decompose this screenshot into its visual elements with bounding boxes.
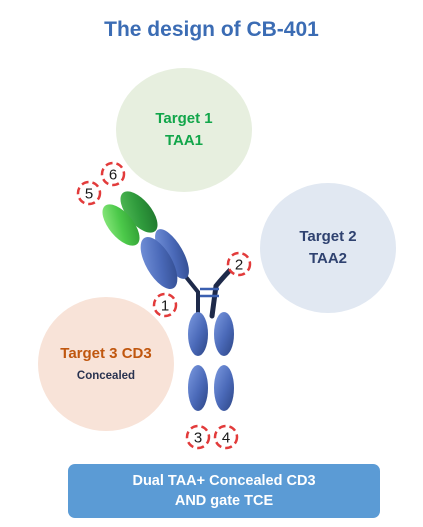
summary-line-2: AND gate TCE xyxy=(174,493,274,509)
fc-domain-lower-right xyxy=(214,365,234,411)
svg-text:3: 3 xyxy=(194,430,202,447)
marker-4: 4 xyxy=(213,424,239,450)
fab-domain-upper xyxy=(155,229,189,279)
target-1-label: Target 1 xyxy=(155,110,213,127)
marker-1: 1 xyxy=(152,292,178,318)
target-1-sublabel: TAA1 xyxy=(164,132,204,149)
target-2-bubble: Target 2 TAA2 xyxy=(260,183,396,313)
marker-5: 5 xyxy=(76,180,102,206)
scfv-domain-dark xyxy=(120,191,158,233)
target-2-sublabel: TAA2 xyxy=(308,250,348,267)
left-hinge-connector xyxy=(180,270,200,316)
fc-domain-upper-right xyxy=(214,312,234,356)
svg-text:2: 2 xyxy=(235,257,243,274)
target-3-bubble: Target 3 CD3 Concealed xyxy=(38,297,174,431)
target-1-bubble: Target 1 TAA1 xyxy=(116,68,252,192)
target-2-label: Target 2 xyxy=(299,228,357,245)
summary-line-1: Dual TAA+ Concealed CD3 xyxy=(132,473,316,489)
target-3-sublabel: Concealed xyxy=(76,370,136,382)
diagram-title: The design of CB-401 xyxy=(104,18,319,41)
fab-domain-lower xyxy=(140,237,178,289)
svg-text:1: 1 xyxy=(161,298,169,315)
summary-box: Dual TAA+ Concealed CD3 AND gate TCE xyxy=(68,464,380,518)
svg-text:4: 4 xyxy=(222,430,230,447)
svg-text:5: 5 xyxy=(85,186,93,203)
marker-3: 3 xyxy=(185,424,211,450)
target-3-label: Target 3 CD3 xyxy=(60,345,152,362)
scfv-domain-light xyxy=(102,204,140,246)
marker-6: 6 xyxy=(100,161,126,187)
marker-2: 2 xyxy=(226,251,252,277)
svg-text:6: 6 xyxy=(109,167,117,184)
fc-domain-upper-left xyxy=(188,312,208,356)
fc-domain-lower-left xyxy=(188,365,208,411)
